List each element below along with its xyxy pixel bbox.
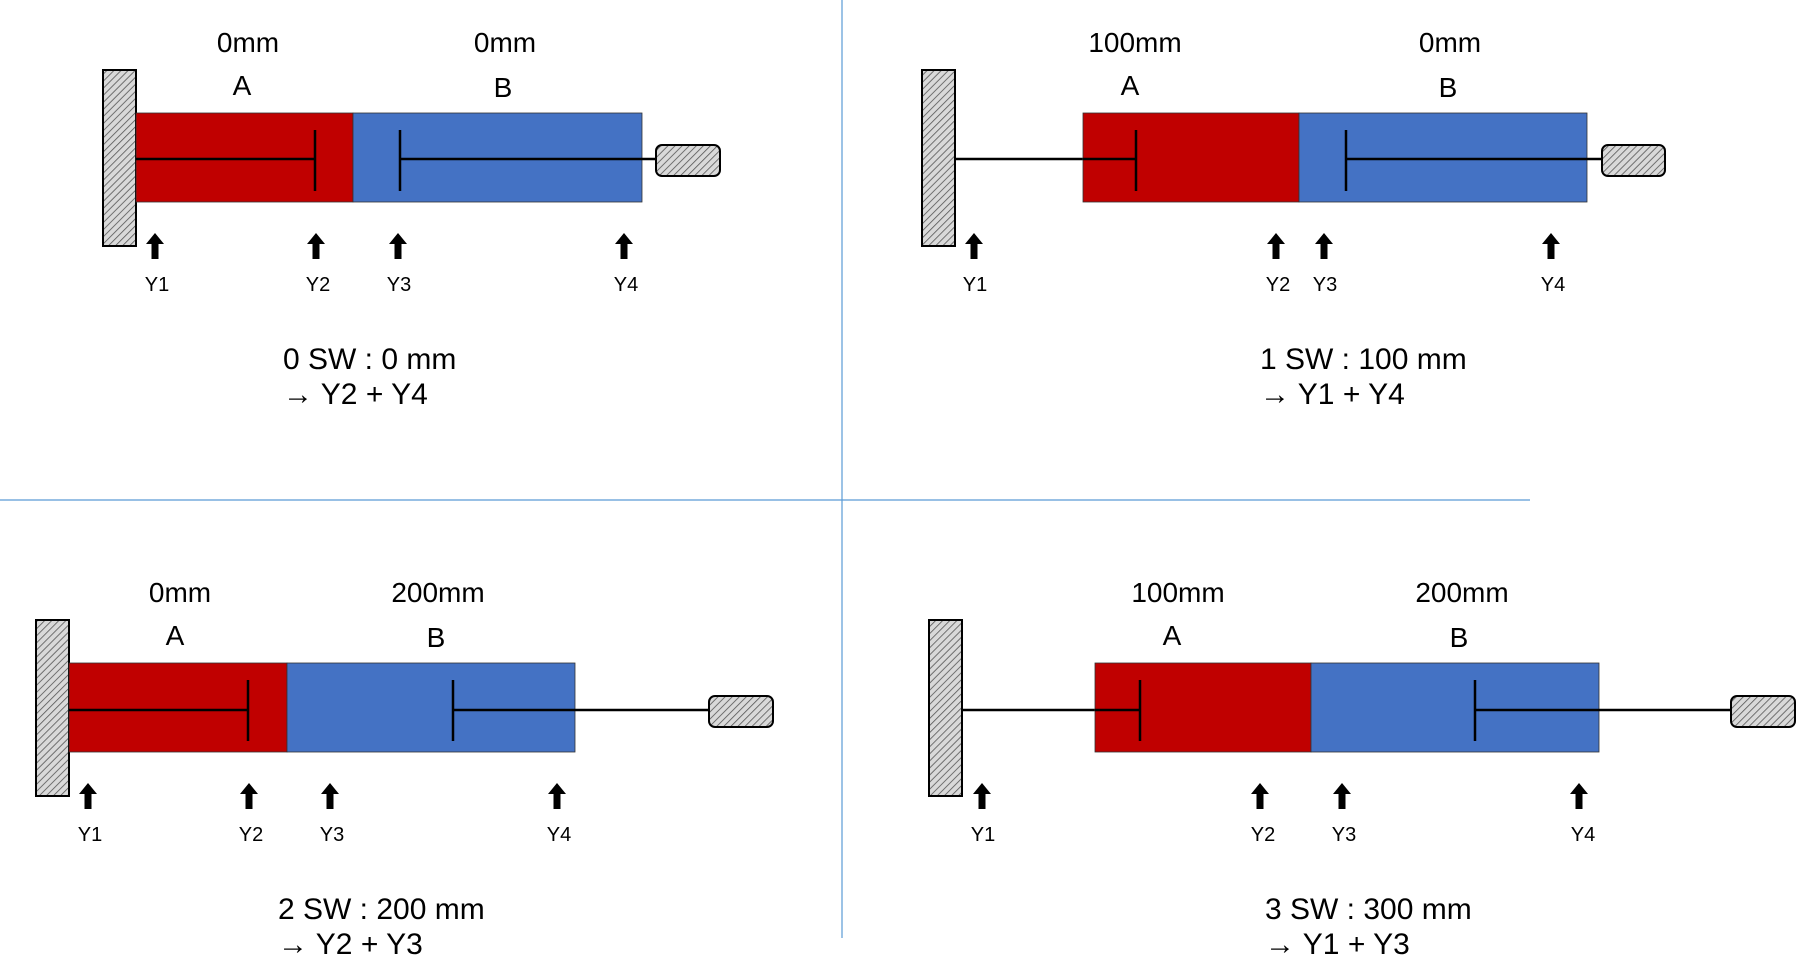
cylinder-a-body bbox=[1082, 112, 1300, 203]
sensor-label-y3: Y3 bbox=[1313, 274, 1337, 296]
sensor-label-y3: Y3 bbox=[1332, 824, 1356, 846]
up-arrow-icon bbox=[1542, 233, 1560, 259]
hatched-wall-icon bbox=[102, 69, 137, 247]
panel-3sw: 100mm 200mm A B Y1 Y2 Y3 Y4 3 SW : 300 m… bbox=[928, 577, 1796, 961]
caption-line-2: → Y2 + Y4 bbox=[283, 378, 428, 411]
up-arrow-icon bbox=[615, 233, 633, 259]
sensor-label-y1: Y1 bbox=[971, 824, 995, 846]
cylinder-b-label: B bbox=[1450, 622, 1469, 653]
cylinder-b-label: B bbox=[427, 622, 446, 653]
caption-line-1: 1 SW : 100 mm bbox=[1260, 343, 1467, 376]
hatched-wall-icon bbox=[921, 69, 956, 247]
cylinder-a-label: A bbox=[1121, 70, 1140, 101]
panel-1sw: 100mm 0mm A B Y1 Y2 Y3 Y4 1 SW : 100 mm … bbox=[921, 27, 1666, 411]
sensor-label-y3: Y3 bbox=[387, 274, 411, 296]
hatched-load-block-icon bbox=[655, 144, 721, 177]
up-arrow-icon bbox=[321, 783, 339, 809]
hatched-load-block-icon bbox=[1730, 695, 1796, 728]
cylinder-b-length: 200mm bbox=[391, 577, 484, 608]
sensor-label-y4: Y4 bbox=[1541, 274, 1565, 296]
caption-line-1: 2 SW : 200 mm bbox=[278, 893, 485, 926]
cylinder-a-label: A bbox=[1163, 620, 1182, 651]
sensor-label-y1: Y1 bbox=[963, 274, 987, 296]
cylinder-b-length: 0mm bbox=[1419, 27, 1481, 58]
cylinder-a-length: 0mm bbox=[149, 577, 211, 608]
up-arrow-icon bbox=[79, 783, 97, 809]
sensor-label-y2: Y2 bbox=[1251, 824, 1275, 846]
up-arrow-icon bbox=[1315, 233, 1333, 259]
up-arrow-icon bbox=[240, 783, 258, 809]
up-arrow-icon bbox=[1570, 783, 1588, 809]
cylinder-b-body bbox=[1298, 112, 1588, 203]
up-arrow-icon bbox=[1267, 233, 1285, 259]
up-arrow-icon bbox=[389, 233, 407, 259]
up-arrow-icon bbox=[1251, 783, 1269, 809]
cylinder-a-body bbox=[68, 662, 288, 753]
panel-0sw: 0mm 0mm A B Y1 Y2 Y3 Y4 0 SW : 0 mm → Y2… bbox=[102, 27, 721, 411]
caption-line-2: → Y1 + Y3 bbox=[1265, 928, 1410, 961]
hatched-load-block-icon bbox=[1601, 144, 1666, 177]
up-arrow-icon bbox=[973, 783, 991, 809]
up-arrow-icon bbox=[965, 233, 983, 259]
cylinder-a-label: A bbox=[166, 620, 185, 651]
sensor-label-y2: Y2 bbox=[239, 824, 263, 846]
hatched-load-block-icon bbox=[708, 695, 774, 728]
up-arrow-icon bbox=[548, 783, 566, 809]
cylinder-b-length: 0mm bbox=[474, 27, 536, 58]
up-arrow-icon bbox=[146, 233, 164, 259]
cylinder-b-length: 200mm bbox=[1415, 577, 1508, 608]
panel-2sw: 0mm 200mm A B Y1 Y2 Y3 Y4 2 SW : 200 mm … bbox=[35, 577, 774, 961]
sensor-label-y4: Y4 bbox=[1571, 824, 1595, 846]
caption-line-2: → Y1 + Y4 bbox=[1260, 378, 1405, 411]
hatched-wall-icon bbox=[35, 619, 70, 797]
cylinder-b-body bbox=[352, 112, 643, 203]
cylinder-a-length: 100mm bbox=[1088, 27, 1181, 58]
cylinder-b-label: B bbox=[494, 72, 513, 103]
sensor-label-y2: Y2 bbox=[1266, 274, 1290, 296]
cylinder-b-body bbox=[1310, 662, 1600, 753]
cylinder-b-label: B bbox=[1439, 72, 1458, 103]
cylinder-a-body bbox=[1094, 662, 1312, 753]
sensor-label-y4: Y4 bbox=[614, 274, 638, 296]
caption-line-1: 3 SW : 300 mm bbox=[1265, 893, 1472, 926]
sensor-label-y4: Y4 bbox=[547, 824, 571, 846]
cylinder-b-body bbox=[286, 662, 576, 753]
sensor-label-y2: Y2 bbox=[306, 274, 330, 296]
caption-line-2: → Y2 + Y3 bbox=[278, 928, 423, 961]
up-arrow-icon bbox=[1333, 783, 1351, 809]
caption-line-1: 0 SW : 0 mm bbox=[283, 343, 456, 376]
up-arrow-icon bbox=[307, 233, 325, 259]
sensor-label-y1: Y1 bbox=[145, 274, 169, 296]
cylinder-a-length: 0mm bbox=[217, 27, 279, 58]
cylinder-a-length: 100mm bbox=[1131, 577, 1224, 608]
sensor-label-y3: Y3 bbox=[320, 824, 344, 846]
cylinder-a-label: A bbox=[233, 70, 252, 101]
cylinder-a-body bbox=[135, 112, 354, 203]
sensor-label-y1: Y1 bbox=[78, 824, 102, 846]
hatched-wall-icon bbox=[928, 619, 963, 797]
